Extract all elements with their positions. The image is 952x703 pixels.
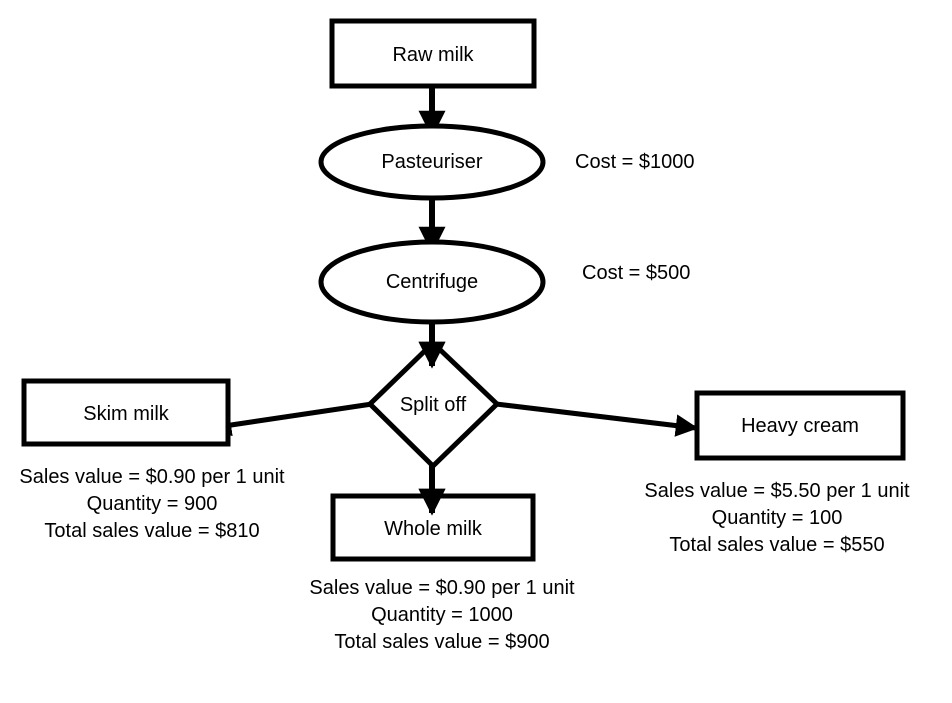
split-off-label: Split off [399,394,467,416]
whole-milk-label: Whole milk [384,518,482,540]
skim-milk-sales-value: Sales value = $0.90 per 1 unit [19,466,285,488]
pasteuriser-cost: Cost = $1000 [575,151,695,173]
whole-milk-info: Sales value = $0.90 per 1 unit Quantity … [309,575,574,656]
whole-milk-total: Total sales value = $900 [334,631,550,653]
skim-milk-label: Skim milk [83,403,169,425]
heavy-cream-label: Heavy cream [741,415,859,437]
raw-milk-box [329,18,537,89]
whole-milk-box [330,493,536,562]
skim-milk-total: Total sales value = $810 [44,520,260,542]
skim-milk-info: Sales value = $0.90 per 1 unit Quantity … [19,464,284,545]
whole-milk-sales-value: Sales value = $0.90 per 1 unit [309,577,575,599]
heavy-cream-box [694,390,906,461]
heavy-cream-info: Sales value = $5.50 per 1 unit Quantity … [644,478,909,559]
arrow-split-to-skim-milk [208,401,373,437]
centrifuge-cost: Cost = $500 [582,262,691,284]
heavy-cream-total: Total sales value = $550 [669,534,885,556]
raw-milk-label: Raw milk [392,44,474,66]
centrifuge-label: Centrifuge [385,271,479,293]
pasteuriser-ellipse [318,123,546,201]
heavy-cream-quantity: Quantity = 100 [711,507,843,529]
arrow-split-to-heavy-cream [495,401,699,437]
centrifuge-ellipse [318,239,546,325]
whole-milk-quantity: Quantity = 1000 [371,604,513,626]
pasteuriser-label: Pasteuriser [381,151,483,173]
heavy-cream-sales-value: Sales value = $5.50 per 1 unit [644,480,910,502]
skim-milk-box [21,378,231,447]
skim-milk-quantity: Quantity = 900 [86,493,218,515]
